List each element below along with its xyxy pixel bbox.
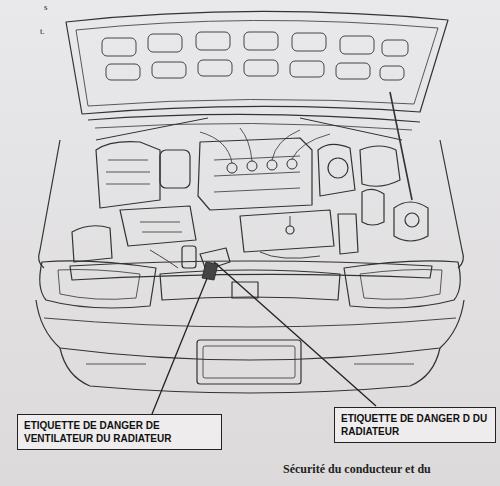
warning-label-box: ETIQUETTE DE DANGER DE VENTILATEUR DU RA… [17,414,222,450]
label-text: ETIQUETTE DE DANGER D DU RADIATEUR [341,412,489,438]
label-text: ETIQUETTE DE DANGER DE VENTILATEUR DU RA… [24,419,215,445]
page-fragment: t. [40,26,45,36]
section-footer: Sécurité du conducteur et du [283,462,431,477]
warning-label-box: ETIQUETTE DE DANGER D DU RADIATEUR [334,407,496,443]
page-fragment: s [44,2,48,12]
